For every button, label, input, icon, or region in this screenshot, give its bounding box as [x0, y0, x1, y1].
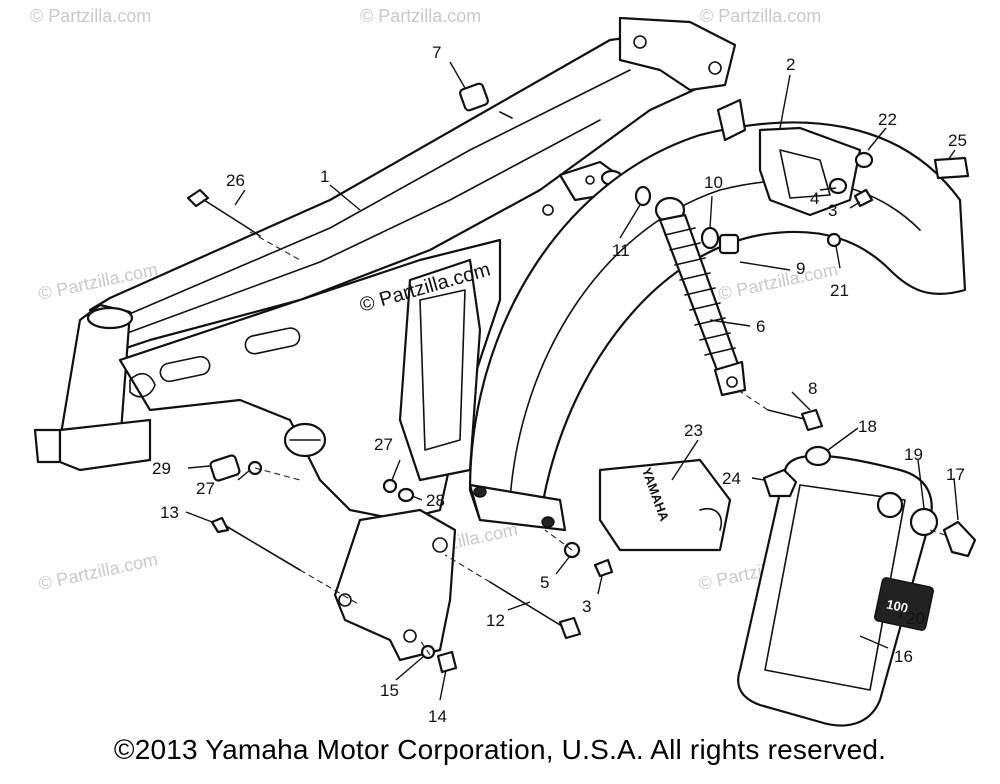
watermark-faint: © Partzilla.com — [360, 6, 481, 26]
callout-label: 21 — [830, 281, 849, 300]
hardware-group — [186, 82, 977, 674]
shock-absorber-part — [654, 196, 747, 397]
callout-label: 8 — [808, 379, 817, 398]
callout-label: 13 — [160, 503, 179, 522]
callout-label: 16 — [894, 647, 913, 666]
callout-label: 2 — [786, 55, 795, 74]
tool-bag-part: YAMAHA — [598, 458, 732, 552]
watermark-faint: © Partzilla.com — [30, 6, 151, 26]
frame-part — [33, 16, 737, 662]
callout-label: 4 — [810, 189, 819, 208]
callout-label: 3 — [828, 201, 837, 220]
copyright-notice: ©2013 Yamaha Motor Corporation, U.S.A. A… — [113, 734, 887, 765]
leader-lines — [185, 61, 959, 701]
callout-label: 3 — [582, 597, 591, 616]
callout-label: 22 — [878, 110, 897, 129]
callout-label: 18 — [858, 417, 877, 436]
callout-label: 1 — [320, 167, 329, 186]
watermark-faint: © Partzilla.com — [717, 259, 840, 304]
callout-label: 10 — [704, 173, 723, 192]
callout-label: 27 — [374, 435, 393, 454]
callout-label: 7 — [432, 43, 441, 62]
callout-labels: 7 1 2 22 25 26 4 3 21 10 11 9 6 8 18 23 … — [152, 43, 967, 726]
side-cover-part: 100 — [737, 454, 934, 727]
callout-label: 12 — [486, 611, 505, 630]
callout-label: 25 — [948, 131, 967, 150]
callout-label: 17 — [946, 465, 965, 484]
watermark-faint: © Partzilla.com — [37, 549, 160, 594]
callout-label: 14 — [428, 707, 447, 726]
callout-label: 28 — [426, 491, 445, 510]
callout-label: 23 — [684, 421, 703, 440]
callout-label: 11 — [612, 241, 630, 260]
callout-label: 29 — [152, 459, 171, 478]
callout-label: 6 — [756, 317, 765, 336]
watermark-faint: © Partzilla.com — [700, 6, 821, 26]
callout-label: 27 — [196, 479, 215, 498]
callout-label: 26 — [226, 171, 245, 190]
callout-label: 15 — [380, 681, 399, 700]
callout-label: 19 — [904, 445, 923, 464]
callout-label: 20 — [906, 609, 925, 628]
assembly-lines — [249, 231, 946, 656]
callout-label: 9 — [796, 259, 805, 278]
callout-label: 24 — [722, 469, 741, 488]
callout-label: 5 — [540, 573, 549, 592]
